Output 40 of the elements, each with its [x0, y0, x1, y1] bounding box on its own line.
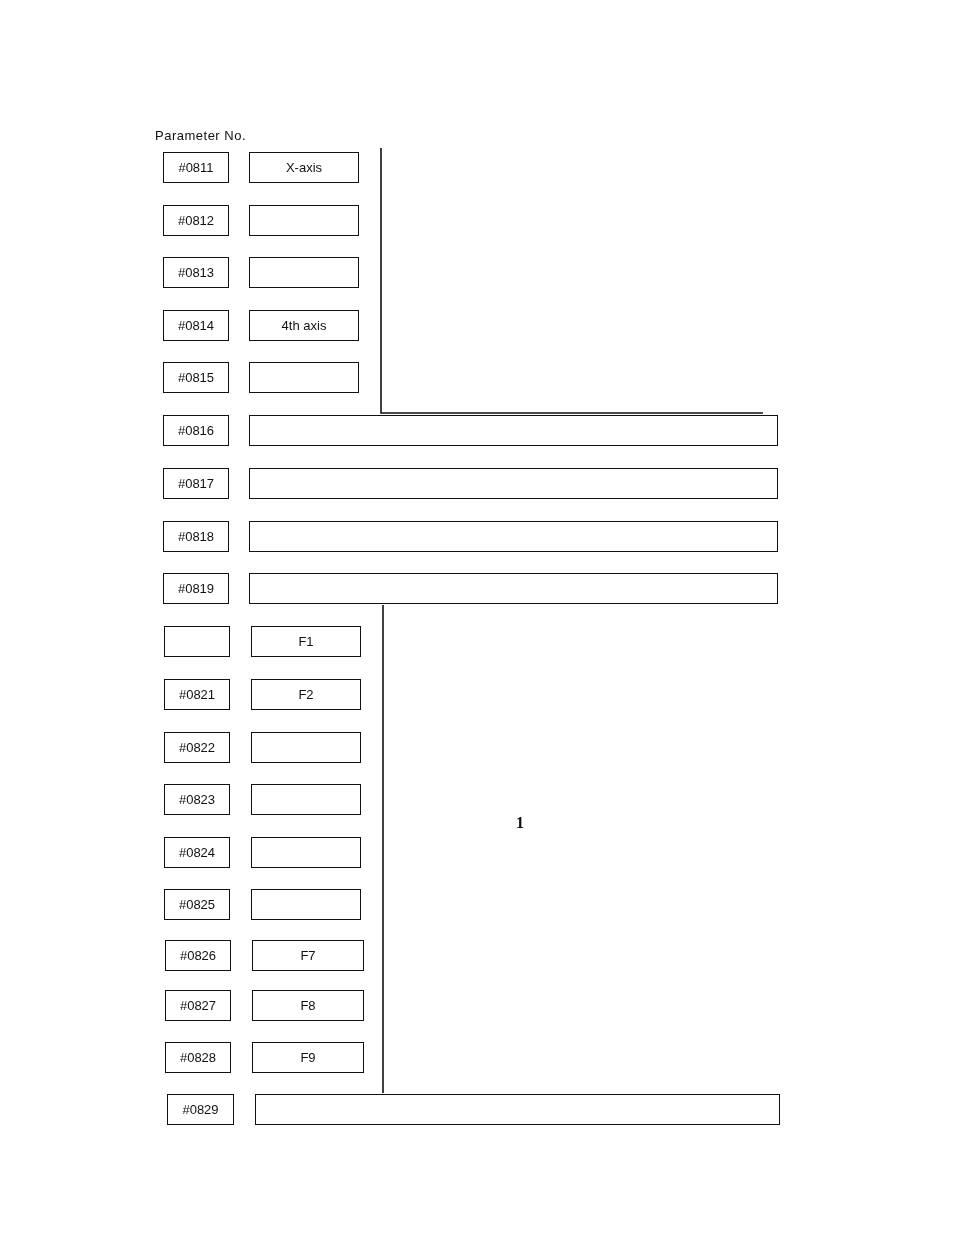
blank-field — [251, 784, 361, 815]
parameter-number-box: #0825 — [164, 889, 230, 920]
parameter-number-box: #0827 — [165, 990, 231, 1021]
axis-label-box: F2 — [251, 679, 361, 710]
blank-field — [249, 573, 778, 604]
page-number: 1 — [516, 814, 524, 832]
axis-label-box: X-axis — [249, 152, 359, 183]
parameter-number-box: #0826 — [165, 940, 231, 971]
blank-field — [249, 468, 778, 499]
parameter-number-box: #0823 — [164, 784, 230, 815]
parameter-number-box: #0817 — [163, 468, 229, 499]
parameter-number-box: #0822 — [164, 732, 230, 763]
blank-field — [249, 362, 359, 393]
blank-field — [255, 1094, 780, 1125]
column-heading: Parameter No. — [155, 128, 247, 143]
parameter-number-box: #0821 — [164, 679, 230, 710]
parameter-number-box: #0819 — [163, 573, 229, 604]
blank-field — [249, 415, 778, 446]
axis-label-box: F7 — [252, 940, 364, 971]
blank-field — [251, 732, 361, 763]
axis-label-box: F1 — [251, 626, 361, 657]
parameter-number-box: #0814 — [163, 310, 229, 341]
blank-field — [251, 837, 361, 868]
parameter-number-box: #0818 — [163, 521, 229, 552]
blank-field — [249, 257, 359, 288]
parameter-number-box: #0816 — [163, 415, 229, 446]
parameter-number-box: #0811 — [163, 152, 229, 183]
parameter-number-box: #0815 — [163, 362, 229, 393]
blank-field — [251, 889, 361, 920]
parameter-number-box: #0829 — [167, 1094, 234, 1125]
blank-field — [164, 626, 230, 657]
blank-field — [249, 521, 778, 552]
parameter-number-box: #0824 — [164, 837, 230, 868]
parameter-number-box: #0813 — [163, 257, 229, 288]
parameter-number-box: #0812 — [163, 205, 229, 236]
parameter-number-box: #0828 — [165, 1042, 231, 1073]
axis-label-box: 4th axis — [249, 310, 359, 341]
axis-label-box: F8 — [252, 990, 364, 1021]
blank-field — [249, 205, 359, 236]
axis-label-box: F9 — [252, 1042, 364, 1073]
